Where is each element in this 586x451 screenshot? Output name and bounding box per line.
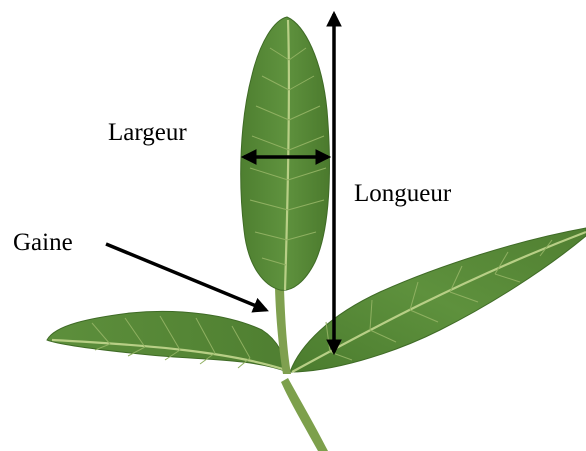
petiole-stem (281, 378, 328, 451)
longueur-label: Longueur (354, 181, 451, 206)
gaine-label: Gaine (13, 230, 73, 255)
gaine-arrow (106, 244, 266, 310)
largeur-label: Largeur (108, 120, 187, 145)
